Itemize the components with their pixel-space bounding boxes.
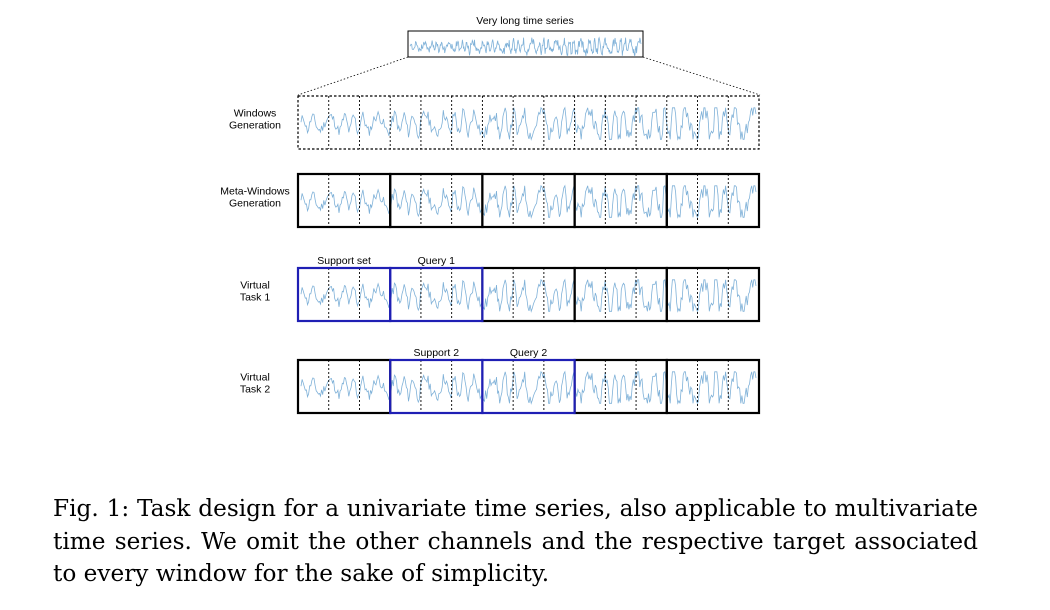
highlighted-meta-window [389,358,484,415]
caption-text: Task design for a univariate time series… [53,495,979,587]
windows-frame [297,95,760,150]
group-label: Support set [317,255,371,267]
long-series-line [409,36,642,56]
row-label-line: Virtual [240,372,270,384]
caption-label: Fig. 1: [53,495,130,522]
zoom-line-left [297,56,409,96]
figure-caption: Fig. 1: Task design for a univariate tim… [53,493,978,591]
long-series-box [407,30,644,58]
highlighted-meta-window [481,358,576,415]
row-label-line: Virtual [240,280,270,292]
row-series-line [300,106,757,141]
highlighted-meta-window [389,266,484,323]
meta-window-box [481,172,576,229]
row-label-line: Generation [229,198,281,210]
row-label-line: Task 2 [240,384,271,396]
group-label: Support 2 [414,347,460,359]
row-series-line [300,370,757,405]
meta-window-box [665,172,761,229]
row-label-line: Meta-Windows [220,186,289,198]
row-label-line: Task 1 [240,292,271,304]
group-label: Query 1 [418,255,456,267]
top-series-label: Very long time series [476,15,573,27]
row-series-line [300,278,757,313]
group-label: Query 2 [510,347,548,359]
meta-window-box [389,172,484,229]
row-label-line: Windows [234,108,277,120]
zoom-line-right [642,56,761,96]
meta-window-box [296,172,392,229]
row-series-line [300,184,757,219]
meta-window-box [665,266,761,323]
meta-window-box [665,358,761,415]
meta-window-box [296,358,392,415]
row-label-line: Generation [229,120,281,132]
highlighted-meta-window [296,266,392,323]
meta-window-box [481,266,576,323]
